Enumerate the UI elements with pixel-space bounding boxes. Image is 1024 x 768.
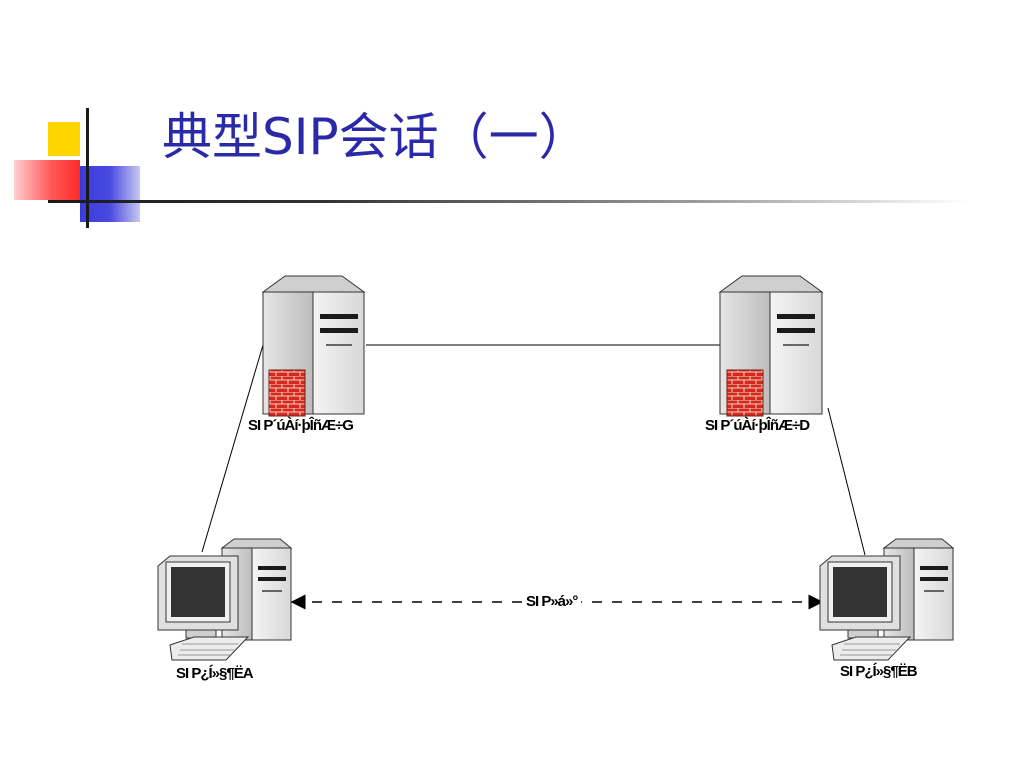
slide-title: 典型SIP会话（一） <box>162 108 589 166</box>
firewall-right-icon <box>726 369 764 417</box>
proxy-server-right-icon <box>718 275 824 417</box>
client-pc-left-icon <box>157 538 293 661</box>
session-label: SI P»á»° <box>522 593 582 610</box>
link-proxy-right-to-ua-right <box>827 407 866 556</box>
link-ua-left-to-proxy-left <box>201 344 264 553</box>
proxy-server-left-label: SI P´úÀí·þÎñÆ÷G <box>248 417 354 434</box>
decor-blue-square <box>80 166 140 222</box>
client-right-label: SI P¿Í»§¶ËB <box>840 663 918 680</box>
decor-vertical-line <box>86 108 89 228</box>
decor-yellow-square <box>48 122 80 156</box>
client-pc-right-icon <box>819 538 955 661</box>
client-left-label: SI P¿Í»§¶ËA <box>176 665 254 682</box>
proxy-server-right-label: SI P´úÀí·þÎñÆ÷D <box>705 417 810 434</box>
proxy-server-left-icon <box>261 275 366 417</box>
decor-red-square <box>14 160 80 200</box>
firewall-left-icon <box>268 369 306 417</box>
title-underline <box>48 200 968 203</box>
